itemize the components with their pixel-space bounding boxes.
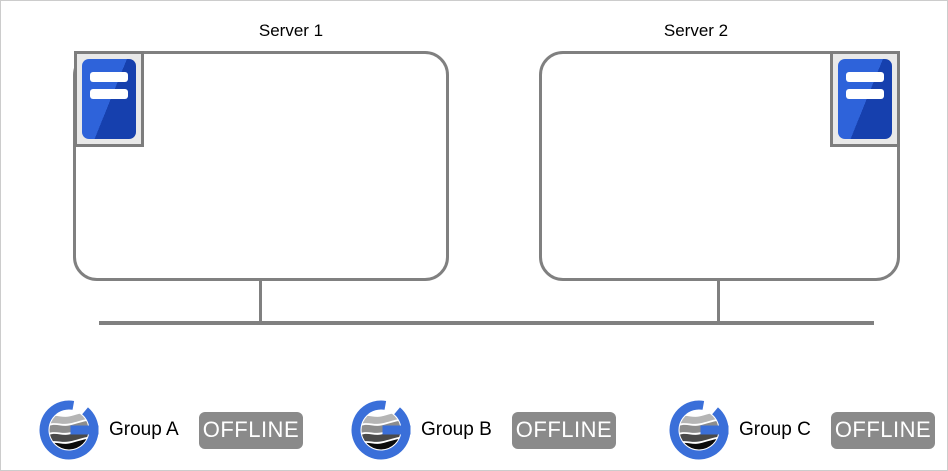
server-slot	[846, 89, 884, 99]
group-c-label: Group C	[739, 419, 811, 440]
group-globe-icon	[669, 400, 729, 460]
group-a-label: Group A	[109, 419, 179, 440]
server-tower-icon	[830, 51, 900, 147]
server-slot	[90, 89, 128, 99]
server-tower-icon	[74, 51, 144, 147]
server-slot	[90, 72, 128, 82]
group-a-row: Group A OFFLINE	[39, 400, 304, 460]
group-globe-icon	[351, 400, 411, 460]
server-chassis	[82, 59, 136, 139]
network-bus-line	[99, 321, 874, 325]
group-b-status-badge: OFFLINE	[511, 411, 617, 449]
group-b-row: Group B OFFLINE	[351, 400, 617, 460]
server-2-network-connector	[717, 279, 720, 325]
group-a-status-badge: OFFLINE	[198, 411, 304, 449]
server-chassis	[838, 59, 892, 139]
server-slot	[846, 72, 884, 82]
server-1-title: Server 1	[258, 21, 324, 40]
group-globe-icon	[39, 400, 99, 460]
group-b-label: Group B	[421, 419, 492, 440]
group-c-status-badge: OFFLINE	[830, 411, 936, 449]
group-c-row: Group C OFFLINE	[669, 400, 936, 460]
server-1-network-connector	[259, 279, 262, 325]
server-2-title: Server 2	[663, 21, 729, 40]
